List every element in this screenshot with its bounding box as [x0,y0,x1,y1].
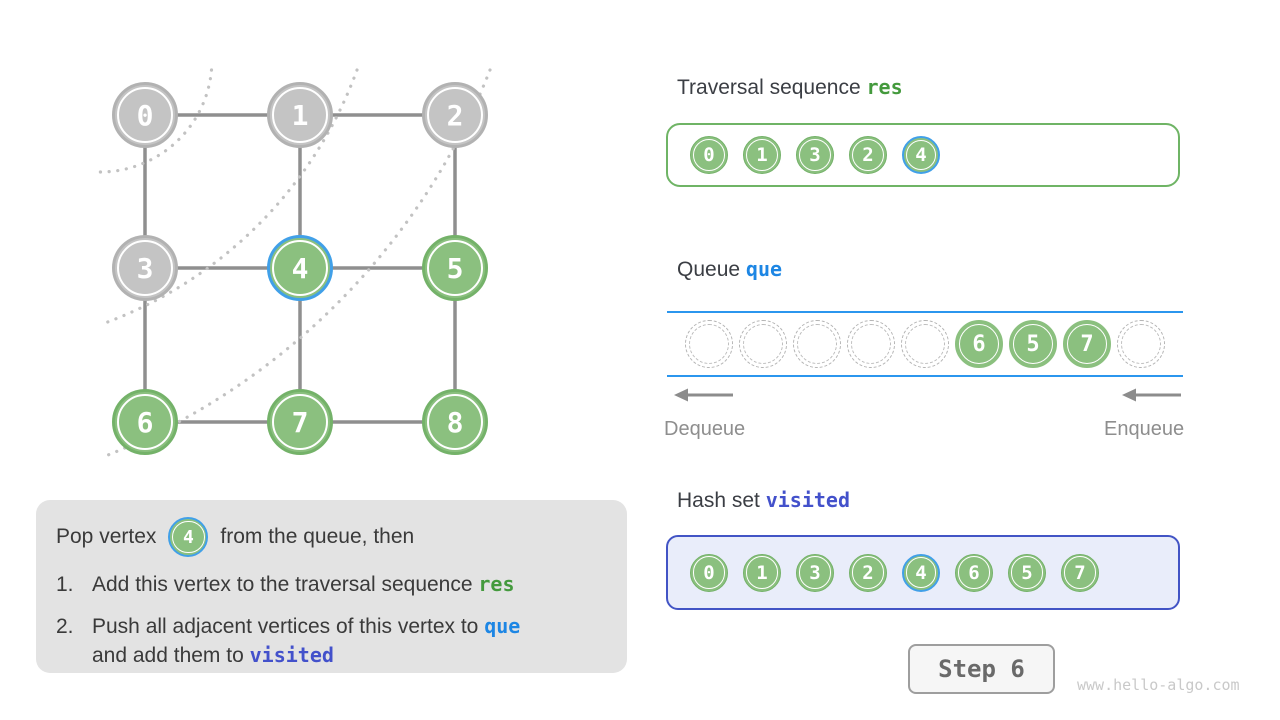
graph-node-6: 6 [112,389,178,455]
traversal-item-3: 2 [849,136,887,174]
res-code-ref: res [478,572,515,596]
hashset-item-4: 4 [902,553,940,592]
explanation-suffix: from the queue, then [220,525,415,548]
step-2-text: Push all adjacent vertices of this verte… [92,612,603,670]
graph-node-3: 3 [112,235,178,301]
step-2-number: 2. [56,615,74,638]
dequeue-label: Dequeue [664,418,746,440]
traversal-title: Traversal sequence res [677,75,903,100]
hashset-title-text: Hash set [677,489,760,512]
step-1-body: Add this vertex to the traversal sequenc… [92,573,473,596]
queue-title: Queue que [677,257,782,282]
queue-empty-slot-1 [739,320,787,368]
queue-item-7: 7 [1063,320,1111,368]
graph-node-0: 0 [112,82,178,148]
traversal-item-4: 4 [902,136,940,174]
traversal-code-name: res [866,75,903,99]
queue-empty-slot-2 [793,320,841,368]
graph-node-1: 1 [267,82,333,148]
hashset-item-6: 5 [1008,553,1046,592]
hashset-item-5: 6 [955,553,993,592]
graph-node-8: 8 [422,389,488,455]
queue-title-text: Queue [677,258,741,281]
queue-empty-slot-8 [1117,320,1165,368]
queue-empty-slot-3 [847,320,895,368]
graph-node-4: 4 [267,235,333,301]
dequeue-arrow-icon [674,388,733,402]
step-2-body-2: and add them to [92,644,244,667]
step-2-body: Push all adjacent vertices of this verte… [92,615,479,638]
explanation-step-2: 2. Push all adjacent vertices of this ve… [56,612,603,670]
enqueue-arrow-icon [1122,388,1181,402]
queue-code-name: que [745,257,783,281]
queue-item-5: 6 [955,320,1003,368]
watermark: www.hello-algo.com [1077,676,1240,694]
traversal-item-2: 3 [796,136,834,174]
explanation-step-1: 1. Add this vertex to the traversal sequ… [56,570,603,599]
queue-empty-slot-4 [901,320,949,368]
current-vertex-badge: 4 [168,517,209,557]
step-button[interactable]: Step 6 [908,644,1055,694]
traversal-item-1: 1 [743,136,781,174]
hashset-title: Hash set visited [677,488,850,513]
step-1-number: 1. [56,573,74,596]
hashset-item-1: 1 [743,553,781,592]
hashset-code-name: visited [765,488,851,512]
traversal-title-text: Traversal sequence [677,76,861,99]
hashset-item-2: 3 [796,553,834,592]
graph-node-2: 2 [422,82,488,148]
queue-item-6: 5 [1009,320,1057,368]
explanation-line: Pop vertex 4 from the queue, then [56,517,603,557]
explanation-panel: Pop vertex 4 from the queue, then 1. Add… [36,500,627,673]
que-code-ref: que [484,614,521,638]
visited-code-ref: visited [249,643,334,667]
step-button-label: Step 6 [938,655,1025,683]
hashset-item-3: 2 [849,553,887,592]
queue-empty-slot-0 [685,320,733,368]
enqueue-label: Enqueue [1104,418,1185,440]
graph-node-7: 7 [267,389,333,455]
hashset-item-0: 0 [690,553,728,592]
explanation-prefix: Pop vertex [56,525,157,548]
hashset-item-7: 7 [1061,553,1099,592]
traversal-item-0: 0 [690,136,728,174]
graph-node-5: 5 [422,235,488,301]
current-vertex-value: 4 [182,526,194,548]
step-2-text-line2: and add them to visited [92,641,603,670]
step-1-text: Add this vertex to the traversal sequenc… [92,570,603,599]
